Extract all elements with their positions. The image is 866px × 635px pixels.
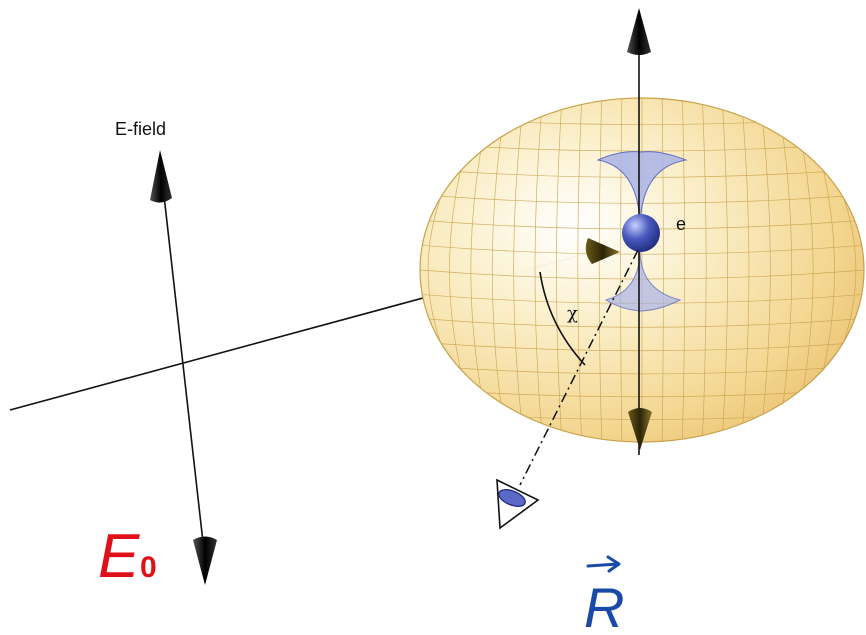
- e0-annotation: E 0: [98, 522, 157, 591]
- angle-arc: [539, 271, 586, 366]
- e-field-arrowhead-down: [193, 536, 217, 585]
- mesh-line: [449, 171, 461, 369]
- r-vector-annotation: R: [584, 555, 624, 635]
- electron-sphere: [622, 214, 660, 252]
- mesh-line: [722, 109, 728, 431]
- mesh-line: [534, 116, 542, 424]
- e-field-axis: [150, 150, 217, 585]
- electron-label: e: [676, 214, 686, 234]
- mesh-line: [782, 137, 793, 403]
- mesh-line: [556, 109, 562, 431]
- mesh-line: [491, 137, 502, 403]
- mesh-line: [598, 100, 602, 440]
- dipole-arrowhead-up: [627, 8, 651, 55]
- mesh-line: [577, 104, 582, 436]
- observation-line: [519, 249, 639, 486]
- reference-arrowhead: [585, 238, 620, 264]
- e0-subscript: 0: [140, 551, 157, 584]
- mesh-line: [470, 151, 481, 389]
- mesh-line: [620, 98, 623, 442]
- mesh-line: [427, 198, 441, 342]
- e0-letter: E: [98, 522, 140, 591]
- mesh-line: [823, 171, 835, 369]
- angle-label: χ: [567, 303, 578, 324]
- mesh-line: [661, 98, 664, 442]
- torus-inner-funnel: [596, 151, 688, 231]
- mesh-line: [702, 104, 707, 436]
- radiation-torus: [419, 97, 865, 443]
- vector-arrow-icon: [586, 555, 621, 573]
- mesh-line: [843, 198, 857, 342]
- e-field-label: E-field: [115, 119, 166, 139]
- dipole-arrowhead-down: [628, 408, 652, 450]
- r-letter: R: [584, 576, 624, 635]
- e-field-arrowhead-up: [150, 150, 172, 203]
- mesh-line: [742, 116, 750, 424]
- mesh-line: [762, 125, 771, 415]
- observer-eye-icon: [496, 478, 540, 530]
- mesh-line: [513, 125, 522, 415]
- mesh-line: [803, 151, 814, 389]
- mesh-line: [682, 100, 686, 440]
